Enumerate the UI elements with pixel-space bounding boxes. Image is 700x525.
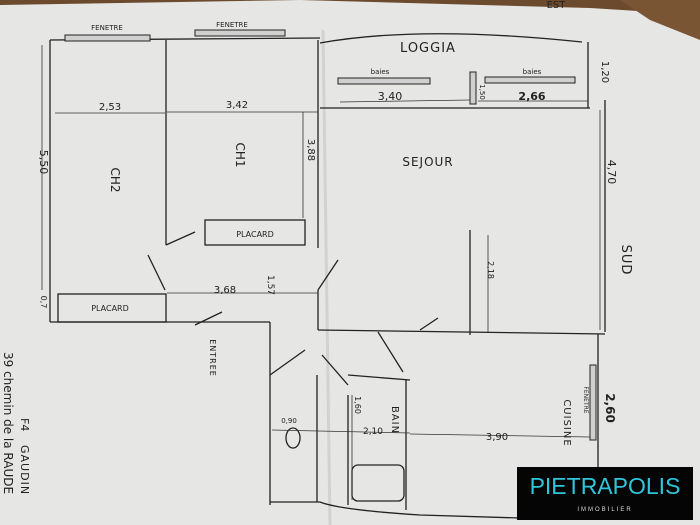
dimension-label: 2,60: [603, 393, 617, 423]
window-2: [194, 29, 286, 37]
logo-tagline: IMMOBILIER: [577, 507, 633, 513]
caption-address: 39 chemin de la RAUDE: [1, 352, 15, 494]
dimension-label: 1,20: [599, 61, 610, 83]
logo-name: PIETRAPOLIS: [529, 473, 681, 499]
wall-pillar: [469, 71, 477, 105]
room-placard: PLACARD: [236, 230, 274, 239]
dimension-label: 2,53: [99, 102, 121, 113]
window-label: baies: [523, 68, 542, 76]
orientation-sud: SUD: [618, 245, 633, 276]
dimension-label: 3,90: [486, 432, 508, 443]
room-cuisine: CUISINE: [561, 399, 572, 446]
caption-type: F4: [18, 418, 31, 431]
dimension-label: 0,90: [281, 417, 297, 425]
room-bain: BAIN: [389, 406, 400, 434]
room-sejour: SEJOUR: [402, 155, 453, 169]
window-4: [484, 76, 576, 84]
window-label: FENETRE: [216, 21, 248, 29]
room-entree: ENTREE: [208, 339, 217, 377]
dimension-label: 3,42: [226, 100, 248, 111]
room-loggia: LOGGIA: [400, 41, 456, 56]
caption-name: GAUDIN: [18, 445, 31, 495]
dimension-label: 1,57: [265, 275, 275, 295]
dimension-label: 0,7: [39, 296, 48, 309]
dimension-label: 2,10: [363, 427, 383, 437]
dimension-label: 3,40: [378, 90, 403, 103]
window-label: FENETRE: [582, 386, 589, 413]
dimension-label: 1,50: [478, 84, 486, 100]
table-surface: [620, 0, 700, 40]
window-label: baies: [371, 68, 390, 76]
room-placard: PLACARD: [91, 304, 129, 313]
dimension-label: 4,70: [605, 160, 618, 185]
window-3: [337, 77, 431, 85]
walls: [49, 33, 606, 520]
dimension-label: 3,88: [305, 139, 316, 161]
dimension-label: 3,68: [214, 285, 236, 296]
pietrapolis-logo: PIETRAPOLIS IMMOBILIER: [517, 467, 693, 520]
dimension-lines: [41, 45, 601, 500]
dimension-label: 1,60: [353, 396, 362, 414]
window-label: FENETRE: [91, 24, 123, 32]
room-ch1: CH1: [233, 142, 247, 167]
dimension-label: 5,50: [37, 150, 50, 175]
dimension-label: 2,18: [486, 261, 495, 279]
window-1: [64, 34, 151, 42]
dimension-label: 2,66: [518, 90, 545, 103]
window-5: [589, 364, 597, 441]
window-marks: [64, 29, 597, 441]
orientation-est: EST: [547, 0, 567, 11]
room-ch2: CH2: [108, 167, 122, 192]
